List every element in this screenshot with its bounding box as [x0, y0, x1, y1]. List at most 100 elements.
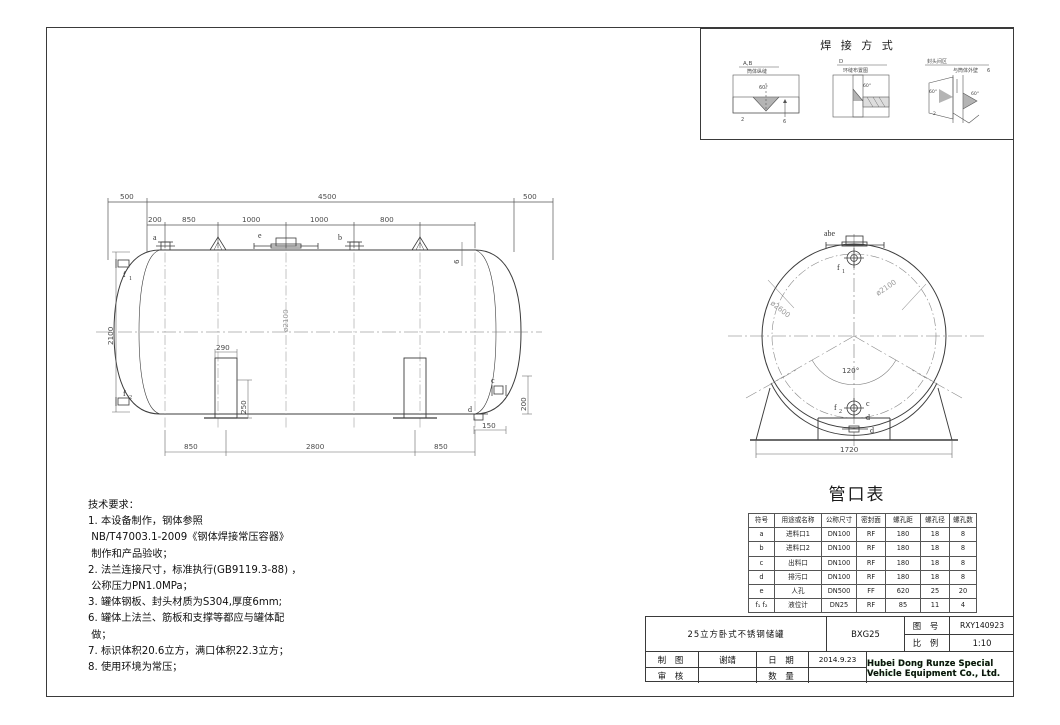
nozzle-cell: 18 [920, 569, 950, 586]
svg-text:ø2100: ø2100 [281, 309, 290, 332]
tech-note-line: 做； [88, 629, 112, 641]
qty-value [808, 667, 866, 683]
date-value: 2014.9.23 [808, 651, 866, 667]
svg-text:1000: 1000 [242, 215, 261, 224]
svg-text:d: d [468, 405, 472, 414]
svg-text:850: 850 [184, 442, 198, 451]
svg-text:c: c [491, 376, 495, 385]
scale-label: 比 例 [904, 634, 949, 651]
nozzle-cell: RF [856, 598, 886, 614]
svg-text:封头间区: 封头间区 [927, 58, 947, 65]
svg-text:150: 150 [482, 421, 496, 430]
nozzle-cell: 11 [920, 598, 950, 614]
nozzle-col-bolt-pcd: 螺孔距 [885, 512, 921, 529]
svg-text:2800: 2800 [306, 442, 325, 451]
nozzle-col-name: 用途或名称 [774, 512, 822, 529]
svg-text:6: 6 [783, 119, 786, 125]
svg-text:d: d [870, 426, 874, 435]
tech-note-line: 制作和产品验收； [88, 548, 173, 560]
svg-text:2100: 2100 [106, 326, 115, 345]
nozzle-cell: RF [856, 541, 886, 557]
svg-text:500: 500 [120, 192, 134, 201]
nozzle-cell: 出料口 [774, 555, 822, 571]
nozzle-cell: RF [856, 527, 886, 543]
side-view-drawing: 500 4500 500 200 850 1000 1000 800 [96, 192, 554, 456]
nozzle-cell: b [748, 541, 775, 557]
nozzle-cell: DN100 [821, 569, 857, 586]
table-row: b 进料口2 DN100 RF 180 18 8 [748, 541, 977, 557]
nozzle-cell: RF [856, 569, 886, 586]
table-row: c 出料口 DN100 RF 180 18 8 [748, 555, 977, 571]
nozzle-cell: 180 [885, 527, 921, 543]
nozzle-cell: a [748, 527, 775, 543]
svg-text:1: 1 [129, 276, 132, 282]
svg-text:120°: 120° [842, 366, 859, 375]
nozzle-cell: 人孔 [774, 584, 822, 600]
svg-text:f: f [123, 389, 126, 398]
svg-text:筒体纵缝: 筒体纵缝 [747, 68, 767, 75]
svg-text:与筒体外壁: 与筒体外壁 [953, 67, 978, 74]
drawn-by: 谢靖 [698, 651, 756, 667]
product-name: 25立方卧式不锈钢储罐 [687, 629, 785, 639]
tech-note-line: 公称压力PN1.0MPa； [88, 581, 193, 593]
nozzle-cell: DN100 [821, 555, 857, 571]
nozzle-cell: DN500 [821, 584, 857, 600]
nozzle-cell: 18 [920, 527, 950, 543]
svg-text:e: e [258, 231, 262, 240]
tech-note-line: NB/T47003.1-2009《钢体焊接常压容器》 [88, 532, 290, 544]
weld-detail-title: 焊 接 方 式 [820, 39, 896, 52]
nozzle-col-symbol: 符号 [748, 512, 775, 529]
nozzle-col-size: 公称尺寸 [821, 512, 857, 529]
nozzle-cell: 620 [885, 584, 921, 600]
tech-note-line: 7. 标识体积20.6立方，满口体积22.3立方； [88, 645, 289, 657]
tech-notes-heading: 技术要求： [88, 500, 139, 511]
tech-note-line: 3. 罐体钢板、封头材质为S304,厚度6mm; [88, 597, 283, 609]
svg-text:60°: 60° [929, 89, 937, 95]
nozzle-cell: RF [856, 555, 886, 571]
nozzle-cell: 排污口 [774, 569, 822, 586]
nozzle-cell: 进料口1 [774, 527, 822, 543]
svg-text:d: d [866, 413, 870, 422]
svg-text:6: 6 [452, 259, 461, 264]
svg-text:1000: 1000 [310, 215, 329, 224]
svg-text:D: D [839, 59, 843, 65]
table-row: a 进料口1 DN100 RF 180 18 8 [748, 527, 977, 543]
svg-text:4500: 4500 [318, 192, 337, 201]
svg-text:60°: 60° [759, 85, 768, 91]
checked-label: 审 核 [646, 667, 698, 683]
svg-text:500: 500 [523, 192, 537, 201]
svg-text:1: 1 [842, 269, 845, 275]
nozzle-cell: 8 [949, 541, 977, 557]
svg-text:250: 250 [239, 400, 248, 414]
svg-text:2: 2 [933, 111, 936, 117]
nozzle-col-face: 密封面 [856, 512, 886, 529]
svg-text:A,B: A,B [743, 61, 753, 67]
weld-detail-box: 焊 接 方 式 A,B 筒体纵缝 60° 2 6 [700, 28, 1014, 140]
scale-value: 1:10 [949, 634, 1014, 651]
drawn-label: 制 图 [646, 651, 698, 667]
svg-text:6: 6 [987, 68, 990, 74]
nozzle-cell: DN100 [821, 541, 857, 557]
nozzle-cell: FF [856, 584, 886, 600]
nozzle-cell: 18 [920, 541, 950, 557]
svg-text:800: 800 [380, 215, 394, 224]
tech-note-line: 2. 法兰连接尺寸，标准执行(GB9119.3-88) ， [88, 564, 302, 576]
nozzle-col-bolt-count: 螺孔数 [949, 512, 977, 529]
svg-text:f: f [123, 270, 126, 279]
svg-text:abe: abe [824, 229, 836, 238]
svg-text:ø2600: ø2600 [769, 298, 793, 319]
title-block: 25立方卧式不锈钢储罐 BXG25 图 号 RXY140923 比 例 1:10… [645, 616, 1014, 683]
svg-text:环缝布置图: 环缝布置图 [843, 67, 868, 74]
nozzle-cell: 8 [949, 569, 977, 586]
tech-note-line: 6. 罐体上法兰、筋板和支撑等都应与罐体配 [88, 613, 285, 625]
svg-text:ø2100: ø2100 [874, 277, 898, 297]
nozzle-cell: 20 [949, 584, 977, 600]
checked-by [698, 667, 756, 683]
nozzle-table-header-row: 符号 用途或名称 公称尺寸 密封面 螺孔距 螺孔径 螺孔数 [748, 512, 977, 529]
drawing-no-label: 图 号 [904, 617, 949, 634]
nozzle-cell: 8 [949, 527, 977, 543]
nozzle-cell: 180 [885, 555, 921, 571]
nozzle-cell: 4 [949, 598, 977, 614]
date-label: 日 期 [756, 651, 808, 667]
